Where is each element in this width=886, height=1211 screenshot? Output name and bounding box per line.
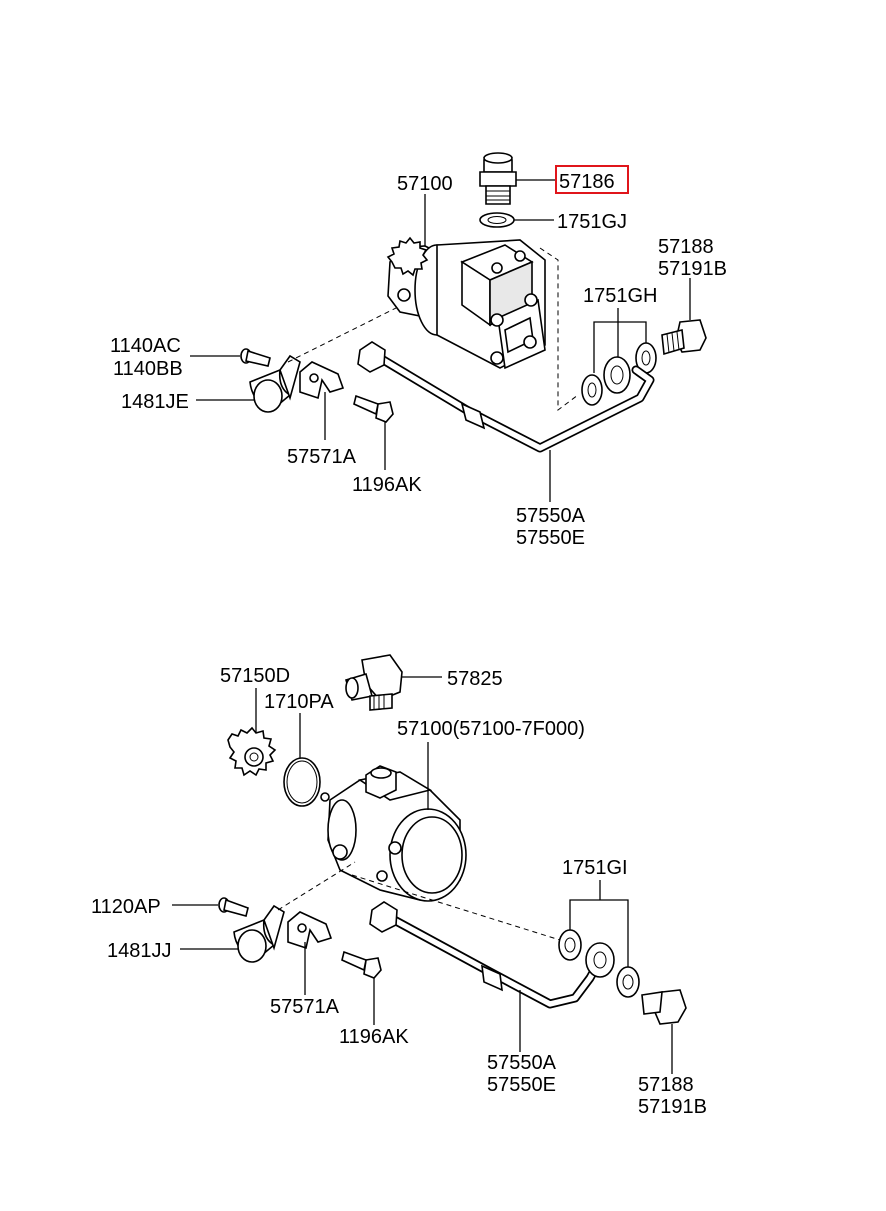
label-lower-oring[interactable]: 1710PA (264, 691, 334, 713)
lower-gear-illustration (227, 726, 277, 777)
label-upper-hose-a[interactable]: 57550A (516, 505, 586, 527)
label-lower-bolt-b[interactable]: 57191B (638, 1096, 707, 1118)
upper-hose-illustration (357, 341, 655, 453)
label-upper-screw-a[interactable]: 1140AC (110, 335, 181, 357)
label-lower-clamp[interactable]: 1481JJ (107, 940, 172, 962)
lower-bolt-c-illustration (341, 950, 382, 979)
label-lower-gear[interactable]: 57150D (220, 665, 290, 687)
lower-bracket-illustration (287, 911, 333, 950)
lower-screw-illustration (218, 897, 249, 917)
label-lower-bolt-a[interactable]: 57188 (638, 1074, 694, 1096)
label-lower-washers[interactable]: 1751GI (562, 857, 628, 879)
label-upper-clamp[interactable]: 1481JE (121, 391, 189, 413)
label-upper-fitting[interactable]: 57186 (559, 171, 615, 193)
label-upper-washers[interactable]: 1751GH (583, 285, 658, 307)
upper-washer-1-illustration (581, 374, 603, 406)
lower-elbow-illustration (345, 654, 403, 711)
upper-assembly (190, 152, 707, 502)
label-lower-bracket[interactable]: 57571A (270, 996, 340, 1018)
label-lower-hose-b[interactable]: 57550E (487, 1074, 556, 1096)
lower-clamp-illustration (233, 904, 285, 963)
upper-fitting-illustration (479, 152, 517, 205)
upper-screw-illustration (240, 348, 271, 367)
upper-clamp-illustration (249, 354, 301, 413)
lower-hose-illustration (369, 901, 615, 1009)
upper-bracket-illustration (299, 361, 345, 400)
label-upper-pump[interactable]: 57100 (397, 173, 453, 195)
highlight-frame (555, 165, 629, 194)
label-upper-screw-b[interactable]: 1140BB (113, 358, 183, 380)
label-lower-hose-a[interactable]: 57550A (487, 1052, 557, 1074)
label-upper-bolt-c[interactable]: 1196AK (352, 474, 422, 496)
upper-washer-illustration (479, 212, 515, 228)
upper-bolt-c-illustration (353, 394, 394, 423)
label-upper-hose-b[interactable]: 57550E (516, 527, 585, 549)
label-lower-pump[interactable]: 57100(57100-7F000) (397, 718, 585, 740)
label-upper-bolt-a[interactable]: 57188 (658, 236, 714, 258)
lower-bolt-illustration (641, 989, 687, 1025)
lower-oring-illustration (283, 757, 321, 807)
label-lower-elbow[interactable]: 57825 (447, 668, 503, 690)
lower-washer-1-illustration (558, 929, 582, 961)
lower-pump-illustration (320, 765, 467, 902)
upper-bolt-illustration (661, 319, 707, 356)
label-upper-bolt-b[interactable]: 57191B (658, 258, 727, 280)
lower-assembly (172, 654, 687, 1074)
label-lower-screw[interactable]: 1120AP (91, 896, 161, 918)
label-lower-bolt-c[interactable]: 1196AK (339, 1026, 409, 1048)
label-upper-fitting-washer[interactable]: 1751GJ (557, 211, 627, 233)
label-upper-bracket[interactable]: 57571A (287, 446, 357, 468)
upper-pump-illustration (386, 236, 546, 370)
